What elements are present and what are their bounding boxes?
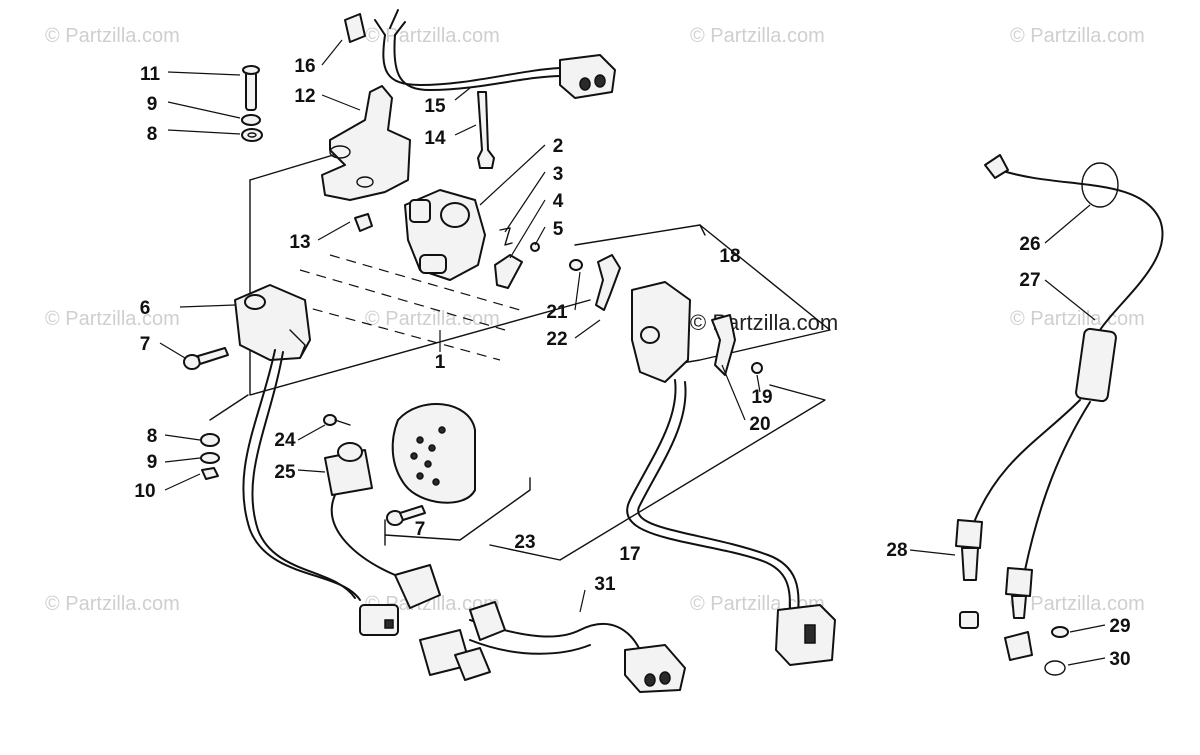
callout-4: 4 <box>553 191 564 212</box>
callout-30: 30 <box>1109 649 1130 670</box>
callout-24: 24 <box>274 430 296 451</box>
nut-10-icon <box>201 467 219 480</box>
callout-5: 5 <box>553 219 564 240</box>
o-ring-30-icon <box>1044 660 1066 676</box>
callout-17: 17 <box>619 544 640 565</box>
watermark: © Partzilla.com <box>1010 308 1145 330</box>
callout-18: 18 <box>719 246 740 267</box>
wire-housing-second <box>251 351 356 599</box>
callout-9-lower: 9 <box>147 452 158 473</box>
callout-20: 20 <box>749 414 770 435</box>
callout-3: 3 <box>553 164 564 185</box>
callout-8: 8 <box>147 124 158 145</box>
watermark: © Partzilla.com <box>690 25 825 47</box>
bracket-hole <box>329 145 351 159</box>
throttle-bracket-12-icon <box>321 85 411 201</box>
callout-15: 15 <box>424 96 446 117</box>
callout-21: 21 <box>546 302 568 323</box>
connector-15-icon <box>559 54 616 99</box>
watermark: © Partzilla.com <box>45 25 180 47</box>
screw-19-icon <box>751 362 763 374</box>
spring-3-icon <box>499 227 513 246</box>
callout-28: 28 <box>886 540 907 561</box>
block-13-icon <box>354 213 373 232</box>
callout-26: 26 <box>1019 234 1040 255</box>
lever-20-icon <box>711 314 736 376</box>
watermark: © Partzilla.com <box>1010 25 1145 47</box>
clip-29-icon <box>1051 626 1069 638</box>
callout-22: 22 <box>546 329 567 350</box>
sleeve-16-icon <box>344 13 366 43</box>
watermark: © Partzilla.com <box>45 593 180 615</box>
callout-labels: 1 2 3 4 5 6 7 8 9 10 11 12 13 14 15 16 1… <box>134 56 1130 670</box>
button-25-icon <box>324 442 373 496</box>
callout-7: 7 <box>140 334 151 355</box>
switch-body-2-icon <box>404 189 486 281</box>
callout-10: 10 <box>134 481 155 502</box>
bolt-11-icon <box>242 65 260 111</box>
callout-1: 1 <box>435 352 446 373</box>
callout-11: 11 <box>140 64 161 85</box>
outline-group-18 <box>574 224 831 371</box>
callout-7-lower: 7 <box>415 519 426 540</box>
callout-16: 16 <box>294 56 315 77</box>
wire-25 <box>330 494 396 576</box>
screw-7-lower-icon <box>386 505 426 526</box>
watermark: © Partzilla.com <box>1010 593 1145 615</box>
wire-15-ends <box>374 9 406 36</box>
throttle-block-18-icon <box>631 281 691 383</box>
callout-6: 6 <box>140 298 151 319</box>
lock-washer-9-icon <box>241 114 261 126</box>
contact-4-icon <box>494 254 523 289</box>
heater-element-23-icon <box>391 403 476 504</box>
connector-25-icon <box>394 564 441 609</box>
harness-17-second <box>637 381 800 613</box>
washer-8-icon <box>241 128 263 142</box>
dashed-guides <box>279 254 521 361</box>
outline-group-1-tail <box>209 394 249 421</box>
wire-15-icon <box>382 34 561 86</box>
washer-hole <box>247 132 257 138</box>
lock-washer-9-lower-icon <box>200 452 220 464</box>
outline-group-17 <box>489 384 826 561</box>
callout-13: 13 <box>289 232 310 253</box>
washer-8-lower-icon <box>200 433 220 447</box>
screw-7-icon <box>183 347 229 370</box>
callout-27: 27 <box>1019 270 1040 291</box>
lever-22-icon <box>595 254 621 311</box>
callout-8-lower: 8 <box>147 426 158 447</box>
watermark: © Partzilla.com <box>45 308 180 330</box>
watermark: © Partzilla.com <box>365 308 500 330</box>
wire-15-second <box>393 34 563 91</box>
bracket-hole <box>356 176 374 188</box>
callout-2: 2 <box>553 136 564 157</box>
terminal-14-icon <box>477 91 495 169</box>
callout-31: 31 <box>594 574 616 595</box>
screw-24-icon <box>323 414 351 426</box>
callout-19: 19 <box>751 387 772 408</box>
leader-lines <box>159 39 1106 666</box>
outline-group-1-left <box>249 179 591 396</box>
wire-housing <box>242 349 361 601</box>
callout-23: 23 <box>514 532 535 553</box>
harness-31-icon <box>419 601 686 693</box>
screw-5-icon <box>530 242 540 252</box>
connector-small-icon <box>359 604 399 636</box>
housing-6-icon <box>234 284 311 361</box>
callout-14: 14 <box>424 128 446 149</box>
harness-17-icon <box>626 379 791 611</box>
callout-9: 9 <box>147 94 158 115</box>
outline-group-23 <box>384 477 531 541</box>
connector-17-icon <box>775 604 836 666</box>
callout-25: 25 <box>274 462 296 483</box>
callout-12: 12 <box>294 86 315 107</box>
throttle-cable-27-icon <box>955 154 1164 661</box>
callout-29: 29 <box>1109 616 1130 637</box>
outline-group-18-tick <box>699 224 706 236</box>
screw-21-icon <box>569 259 583 271</box>
